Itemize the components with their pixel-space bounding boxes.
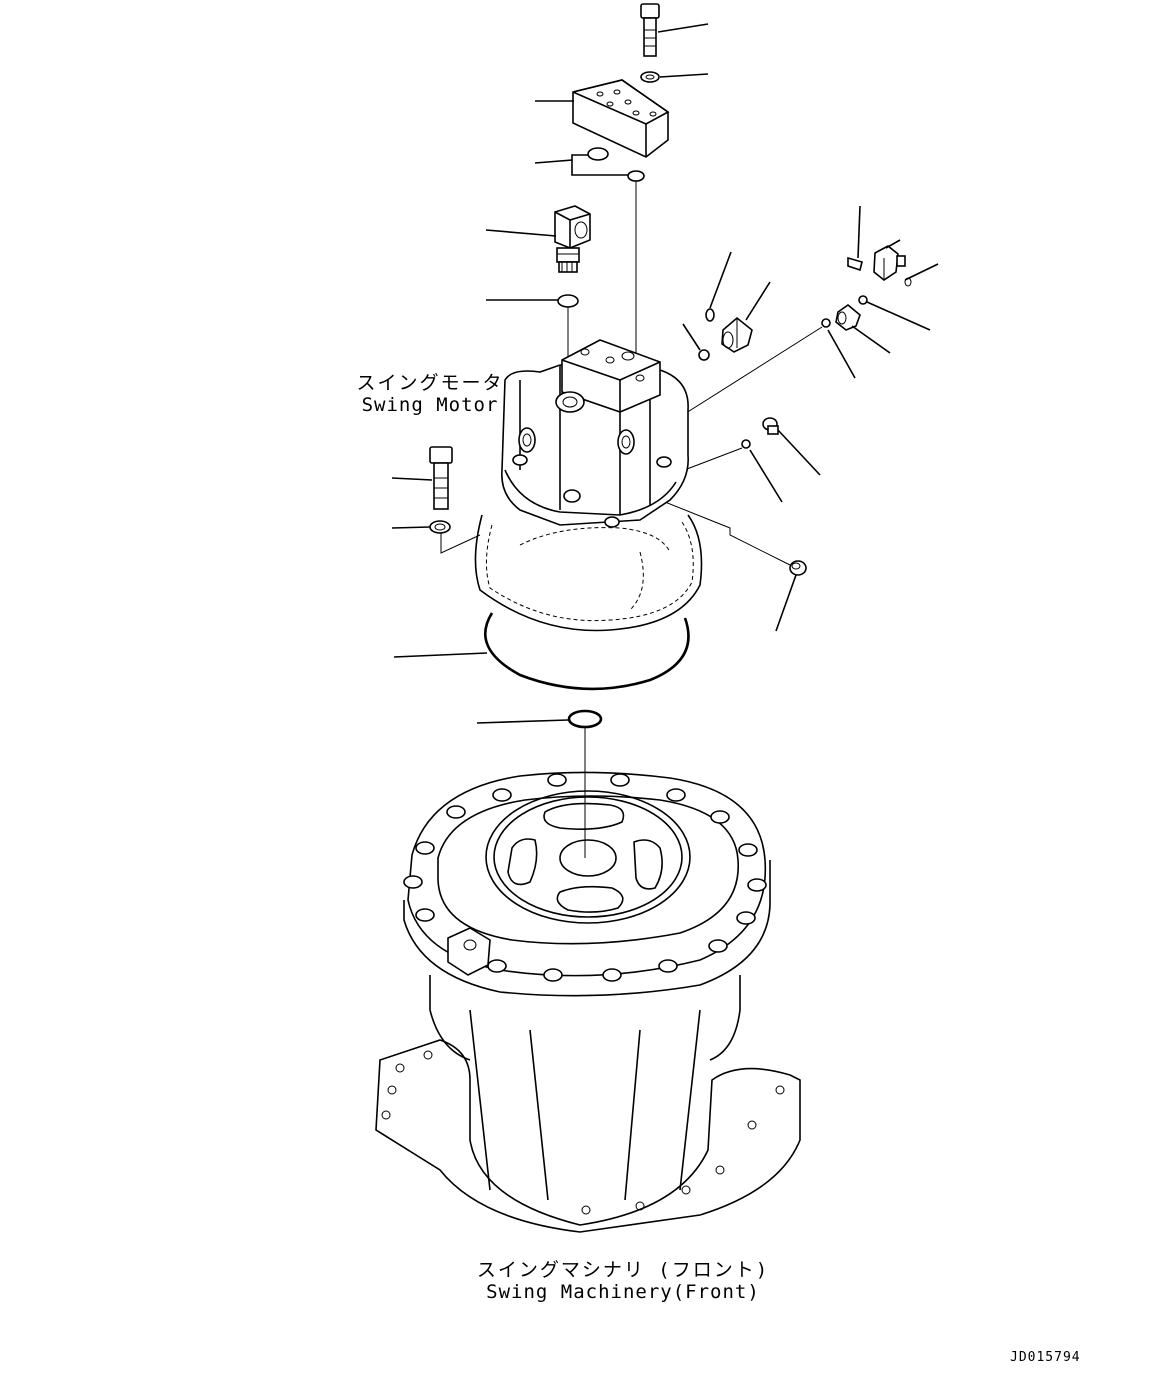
swing-motor-body (474, 339, 703, 632)
leader-cap-plug (775, 574, 797, 632)
leader-o-rings (534, 154, 588, 164)
mount-washer (429, 520, 451, 534)
leader-o-ring-plug-a (709, 251, 732, 309)
leader-large-o-ring (393, 652, 488, 658)
leader-top-bolt (657, 23, 709, 33)
plug-fitting-a (721, 316, 753, 353)
leader-mount-washer (391, 526, 431, 529)
o-ring-small-c (698, 349, 710, 361)
connector-fitting (835, 303, 861, 331)
swing-motor-label: スイングモータ Swing Motor (352, 372, 508, 416)
cap-plug (789, 560, 807, 576)
leader-center-o-ring (476, 719, 569, 724)
nipple-small (847, 256, 863, 272)
top-washer (640, 71, 660, 83)
swing-motor-label-en: Swing Motor (361, 394, 499, 416)
leader-mount-bolt (391, 477, 433, 481)
leader-o-ring-c (682, 323, 701, 351)
center-o-ring (567, 709, 603, 729)
swing-machinery-body (375, 771, 801, 1233)
leader-nipple (857, 205, 861, 259)
o-ring-small-d (858, 295, 868, 305)
mount-bolt (429, 446, 453, 510)
leader-top-washer (659, 73, 709, 78)
elbow-fitting (873, 245, 906, 281)
top-bolt (640, 3, 660, 57)
o-ring-small-a (587, 147, 609, 161)
leader-o-ring-d (866, 301, 931, 331)
leader-o-ring-e (827, 329, 856, 379)
leader-o-ring-f (749, 449, 783, 503)
swing-motor-label-jp: スイングモータ (356, 372, 504, 394)
ring-bolts (403, 773, 767, 982)
o-ring-small-b (627, 170, 645, 182)
swing-machinery-label-jp: スイングマシナリ (フロント) (476, 1259, 770, 1281)
o-ring-plug-a (705, 308, 715, 322)
swing-machinery-label: スイングマシナリ (フロント) Swing Machinery(Front) (468, 1259, 778, 1303)
o-ring-sensor (557, 294, 579, 308)
valve-block (572, 79, 670, 158)
o-ring-small-f (741, 439, 751, 449)
pressure-sensor (554, 205, 591, 273)
plug-small-b (762, 417, 779, 435)
leader-elbow-fitting (885, 239, 901, 249)
drawing-code: JD015794 (1010, 1350, 1081, 1365)
leader-plug-a (745, 281, 771, 321)
swing-machinery-label-en: Swing Machinery(Front) (486, 1281, 760, 1303)
leader-pressure-sensor (485, 229, 557, 237)
leader-plug-b (777, 429, 821, 476)
leader-connector (851, 325, 891, 354)
large-o-ring (483, 612, 690, 691)
o-ring-small-e (821, 318, 831, 328)
